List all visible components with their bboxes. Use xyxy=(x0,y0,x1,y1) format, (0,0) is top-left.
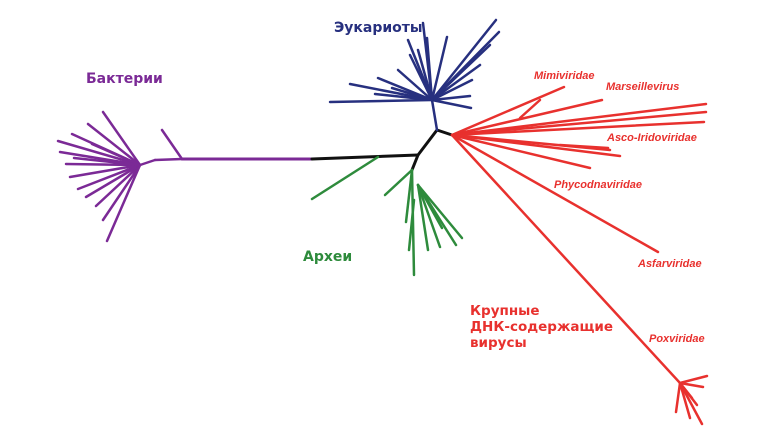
label-phycodnaviridae: Phycodnaviridae xyxy=(554,179,643,191)
bacteria-branch-13 xyxy=(94,163,142,208)
label-eukaryotes: Эукариоты xyxy=(334,20,423,36)
eukaryote-branch-7 xyxy=(430,63,482,102)
label-asco-iridoviridae: Asco-Iridoviridae xyxy=(607,132,697,144)
eukaryote-branch-2 xyxy=(425,36,434,102)
bacteria-branch-17 xyxy=(72,156,142,167)
trunk-segment-1 xyxy=(416,128,439,157)
label-large-dna-viruses-line1: Крупные xyxy=(470,303,540,319)
archaea-branch-2 xyxy=(404,168,414,224)
virus-branch-13 xyxy=(678,381,705,389)
archaea-branch-9 xyxy=(407,198,416,252)
virus-branch-5 xyxy=(450,120,706,137)
eukaryote-branch-18 xyxy=(390,86,434,102)
bacteria-branch-7 xyxy=(56,139,142,167)
eukaryote-branch-3 xyxy=(430,35,449,102)
virus-branch-14 xyxy=(674,381,682,414)
archaea-branch-3 xyxy=(383,168,414,197)
virus-branch-1 xyxy=(450,85,566,137)
virus-branch-18 xyxy=(678,381,694,400)
virus-branch-8 xyxy=(450,133,592,170)
eukaryote-branch-6 xyxy=(430,43,492,102)
trunk-segment-3 xyxy=(410,153,420,172)
trunk-segment-2 xyxy=(435,128,454,137)
label-archaea: Археи xyxy=(303,249,353,265)
label-bacteria: Бактерии xyxy=(86,71,163,87)
eukaryote-branch-9 xyxy=(430,94,472,102)
eukaryote-branch-13 xyxy=(396,68,434,102)
trunk-segment-0 xyxy=(310,153,420,161)
virus-branch-2 xyxy=(450,98,604,137)
label-large-dna-viruses: Крупные ДНК-содержащие вирусы xyxy=(470,303,613,351)
archaea-branch-0 xyxy=(310,155,380,201)
bacteria-branches xyxy=(56,110,314,243)
eukaryote-branch-16 xyxy=(328,98,434,104)
archaea-branch-5 xyxy=(416,183,442,249)
label-mimiviridae: Mimiviridae xyxy=(534,70,595,82)
archaea-branch-7 xyxy=(416,183,464,240)
bacteria-branch-15 xyxy=(105,163,142,243)
archaea-branches xyxy=(310,155,464,277)
bacteria-branch-2 xyxy=(153,157,184,162)
bacteria-branch-10 xyxy=(68,163,142,179)
eukaryote-branch-12 xyxy=(408,53,434,102)
eukaryote-branch-19 xyxy=(416,48,434,102)
virus-branch-10 xyxy=(518,98,542,120)
virus-branches xyxy=(450,85,709,426)
virus-branch-3 xyxy=(450,102,708,137)
bacteria-branch-16 xyxy=(90,142,142,167)
eukaryote-branch-4 xyxy=(430,18,498,102)
label-large-dna-viruses-line3: вирусы xyxy=(470,335,527,351)
bacteria-branch-5 xyxy=(86,122,142,167)
bacteria-branch-14 xyxy=(101,163,142,222)
archaea-branch-4 xyxy=(416,183,430,252)
eukaryote-branch-17 xyxy=(373,92,434,102)
virus-branch-17 xyxy=(678,381,692,420)
bacteria-branch-3 xyxy=(138,158,157,167)
eukaryote-branch-10 xyxy=(430,98,473,110)
virus-branch-12 xyxy=(678,374,709,385)
label-poxviridae: Poxviridae xyxy=(649,333,705,345)
label-large-dna-viruses-line2: ДНК-содержащие xyxy=(470,319,614,335)
virus-branch-16 xyxy=(678,381,704,426)
virus-branch-9 xyxy=(450,133,660,254)
central-trunk xyxy=(310,128,454,172)
eukaryote-branch-8 xyxy=(430,78,474,102)
archaea-branch-8 xyxy=(416,183,444,230)
virus-branch-11 xyxy=(558,143,610,150)
eukaryote-branches xyxy=(328,18,501,132)
bacteria-branch-11 xyxy=(76,163,142,191)
label-asfarviridae: Asfarviridae xyxy=(638,258,702,270)
bacteria-branch-1 xyxy=(160,128,184,161)
label-marseillevirus: Marseillevirus xyxy=(606,81,680,93)
bacteria-branch-12 xyxy=(84,163,142,199)
virus-branch-4 xyxy=(450,110,708,137)
eukaryote-branch-0 xyxy=(430,98,439,132)
bacteria-branch-4 xyxy=(101,110,142,167)
virus-branch-0 xyxy=(450,133,682,385)
